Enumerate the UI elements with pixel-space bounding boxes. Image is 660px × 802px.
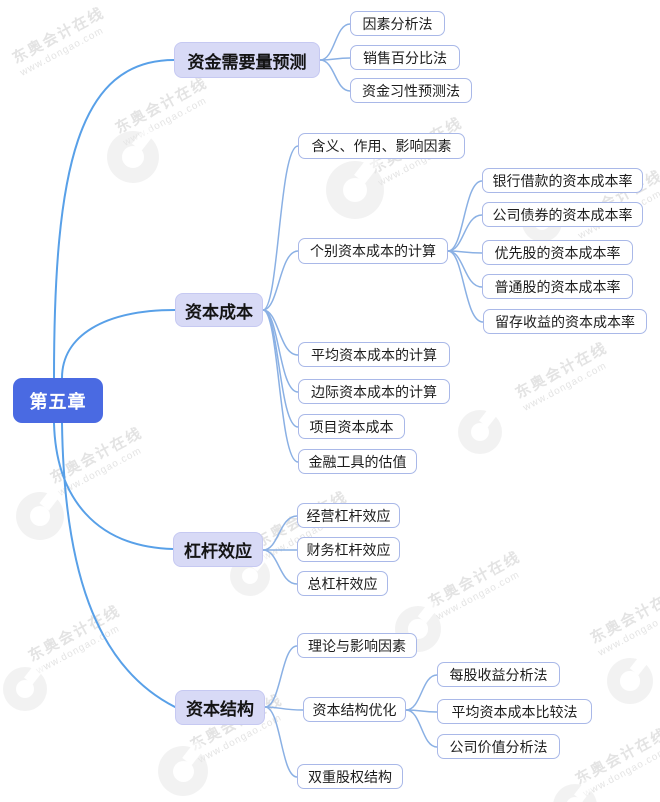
node-financial-instrument-valuation[interactable]: 金融工具的估值: [298, 449, 417, 474]
node-cost-of-capital[interactable]: 资本成本: [175, 293, 263, 327]
node-sales-percentage-method[interactable]: 销售百分比法: [350, 45, 460, 70]
dongao-logo-watermark-icon: [107, 124, 159, 183]
node-meaning-function-factors[interactable]: 含义、作用、影响因素: [298, 133, 465, 159]
node-common-stock-cost-rate[interactable]: 普通股的资本成本率: [482, 274, 633, 299]
node-capital-requirement-forecast[interactable]: 资金需要量预测: [174, 42, 320, 78]
node-factor-analysis-method[interactable]: 因素分析法: [350, 11, 445, 36]
node-project-cost-of-capital[interactable]: 项目资本成本: [298, 414, 405, 439]
node-theory-and-factors[interactable]: 理论与影响因素: [297, 633, 417, 658]
node-capital-structure-optimization[interactable]: 资本结构优化: [303, 697, 406, 722]
node-total-leverage[interactable]: 总杠杆效应: [297, 571, 388, 596]
dongao-logo-watermark-icon: [326, 153, 384, 219]
node-eps-analysis-method[interactable]: 每股收益分析法: [437, 662, 560, 687]
node-capital-structure[interactable]: 资本结构: [175, 690, 265, 725]
node-preferred-stock-cost-rate[interactable]: 优先股的资本成本率: [482, 240, 633, 265]
node-company-value-analysis-method[interactable]: 公司价值分析法: [437, 734, 560, 759]
node-average-cost-calculation[interactable]: 平均资本成本的计算: [298, 342, 450, 367]
node-financial-leverage[interactable]: 财务杠杆效应: [297, 537, 400, 562]
dongao-logo-watermark-icon: [607, 652, 653, 704]
node-leverage-effect[interactable]: 杠杆效应: [173, 532, 263, 567]
dongao-logo-watermark-icon: [158, 739, 208, 796]
node-average-cost-comparison-method[interactable]: 平均资本成本比较法: [437, 699, 592, 724]
node-individual-cost-calculation[interactable]: 个别资本成本的计算: [298, 238, 448, 264]
dongao-logo-watermark-icon: [553, 778, 597, 802]
node-retained-earnings-cost-rate[interactable]: 留存收益的资本成本率: [483, 309, 647, 334]
node-chapter5-root[interactable]: 第五章: [13, 378, 103, 423]
node-marginal-cost-calculation[interactable]: 边际资本成本的计算: [298, 379, 450, 404]
dongao-logo-watermark-icon: [458, 404, 502, 454]
node-capital-habit-forecast-method[interactable]: 资金习性预测法: [350, 78, 472, 103]
node-bank-loan-cost-rate[interactable]: 银行借款的资本成本率: [482, 168, 643, 193]
node-operating-leverage[interactable]: 经营杠杆效应: [297, 503, 400, 528]
dongao-logo-watermark-icon: [16, 485, 64, 540]
node-dual-class-share-structure[interactable]: 双重股权结构: [297, 764, 403, 789]
node-corporate-bond-cost-rate[interactable]: 公司债券的资本成本率: [482, 202, 643, 227]
dongao-logo-watermark-icon: [3, 661, 47, 711]
